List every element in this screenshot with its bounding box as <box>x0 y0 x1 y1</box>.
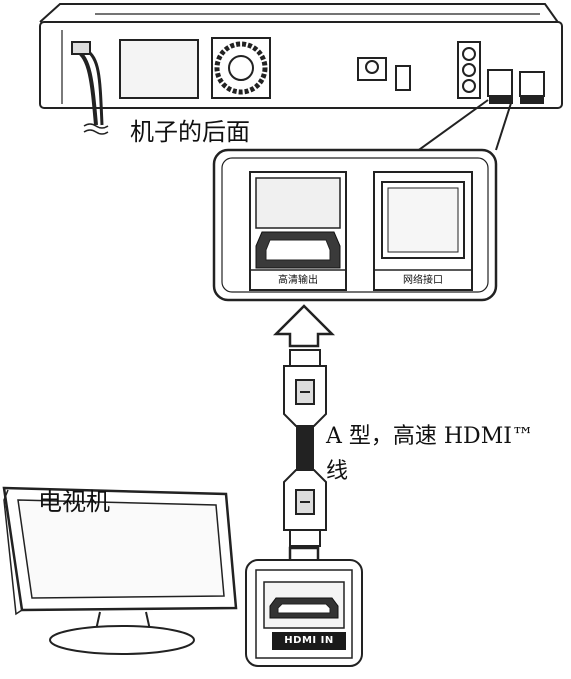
tv-icon <box>2 486 238 655</box>
cable-label-line1: A 型，高速 HDMI™ <box>326 424 534 449</box>
cable-label-line2: 线 <box>326 459 349 484</box>
lan-port-label: 网络接口 <box>403 275 443 286</box>
port-closeup <box>212 148 498 302</box>
up-arrow-icon <box>272 304 336 348</box>
tv-label: 电视机 <box>38 488 110 516</box>
hdmi-out-port-icon <box>249 171 347 291</box>
hdmi-in-port-icon <box>245 559 363 667</box>
hdmi-cable-icon <box>283 349 327 547</box>
hdmi-out-label: 高清输出 <box>278 275 318 286</box>
lan-port-icon <box>373 171 473 291</box>
device-back-label: 机子的后面 <box>130 118 250 146</box>
hdmi-in-label: HDMI IN <box>272 632 346 650</box>
player-back-panel-icon <box>39 3 563 135</box>
